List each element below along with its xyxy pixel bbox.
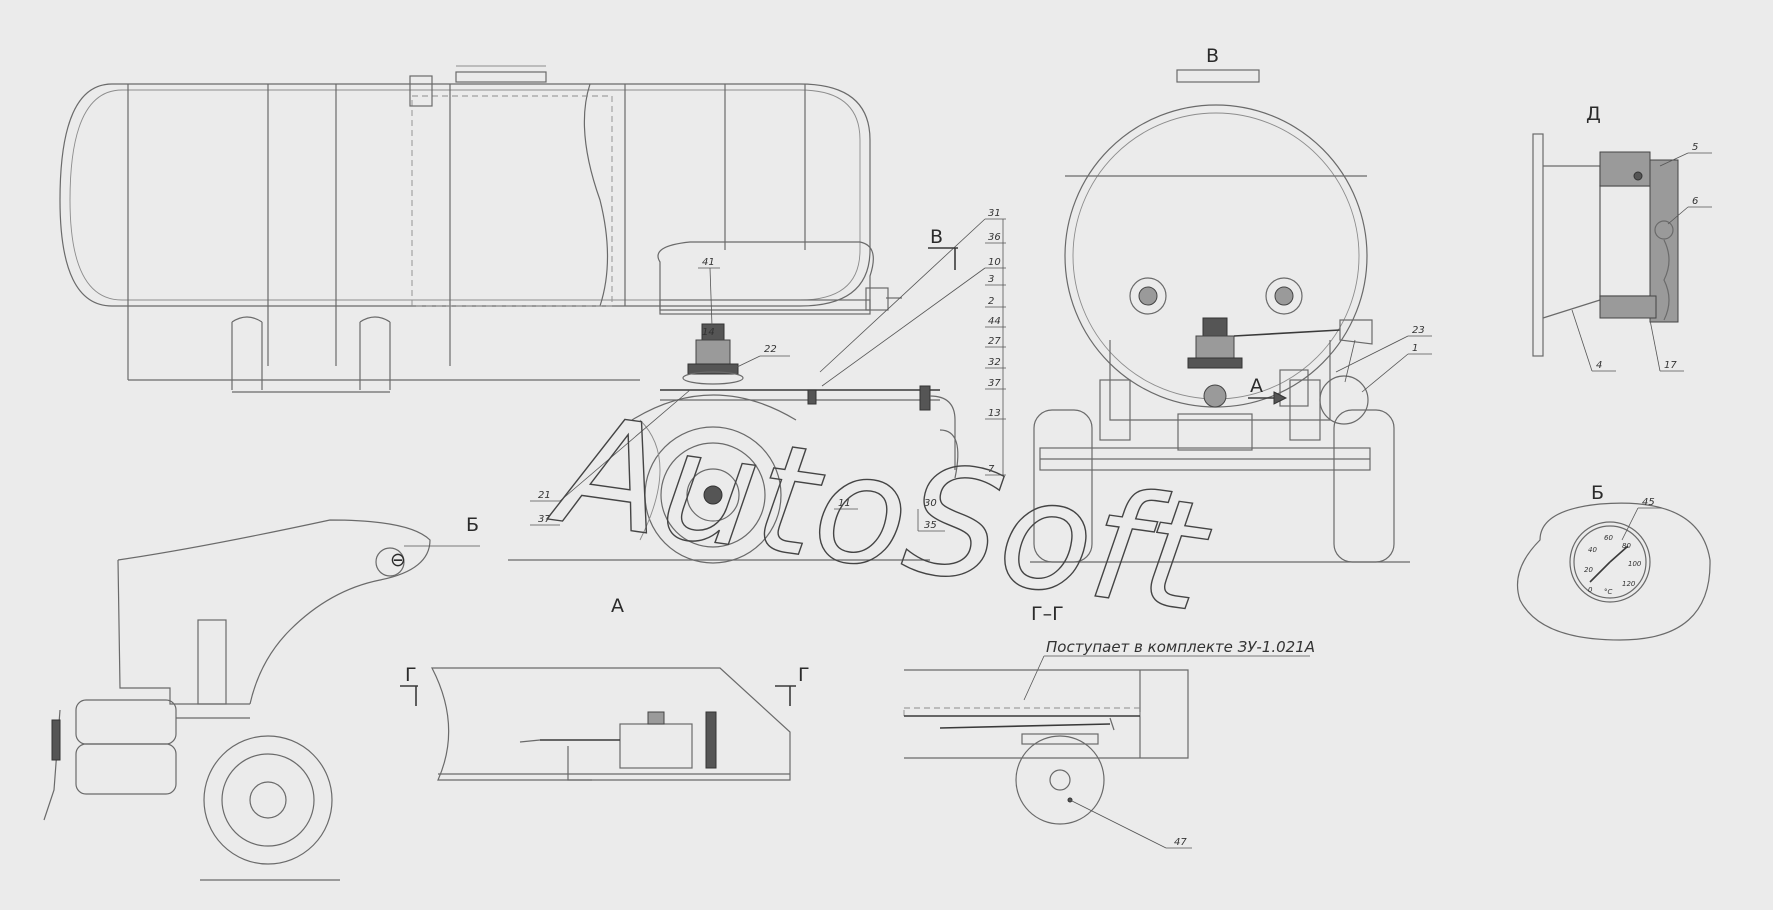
section-label-gg: Г–Г xyxy=(1031,603,1064,625)
view-v-arrow: В xyxy=(928,226,958,270)
gauge-tick-20: 20 xyxy=(1584,566,1593,574)
callout-3: 3 xyxy=(988,274,994,285)
gauge-tick-60: 60 xyxy=(1604,534,1613,542)
callout-6: 6 xyxy=(1692,196,1698,207)
section-mark-g-right: Г xyxy=(798,664,810,686)
callout-1: 1 xyxy=(1412,343,1418,354)
callout-37: 37 xyxy=(988,378,1001,389)
valve-assembly-side xyxy=(682,323,744,385)
callout-35: 35 xyxy=(924,520,937,531)
section-gg: Г–Г Поступает в комплекте ЗУ-1.021А 47 xyxy=(903,603,1315,849)
view-label-a-arrow: А xyxy=(1250,375,1263,397)
callout-45: 45 xyxy=(1642,497,1655,508)
view-label-b: Б xyxy=(1591,482,1604,504)
callout-30: 30 xyxy=(924,498,937,509)
callout-31: 31 xyxy=(988,208,1001,219)
rear-detail-view: ⊖ Б xyxy=(43,514,480,881)
callout-44: 44 xyxy=(988,316,1001,327)
detail-b-gauge: Б 0 20 40 60 80 100 120 °C 45 xyxy=(1516,482,1711,641)
gauge-tick-0: 0 xyxy=(1588,586,1593,594)
front-view-tank: В А 23 xyxy=(1030,45,1432,563)
callout-37b: 37 xyxy=(538,514,551,525)
callout-10: 10 xyxy=(988,257,1001,268)
gauge-unit: °C xyxy=(1604,588,1613,596)
view-label-v-arrow: В xyxy=(930,226,943,248)
callout-4: 4 xyxy=(1596,360,1602,371)
callout-11: 11 xyxy=(838,498,851,509)
callout-27: 27 xyxy=(988,336,1001,347)
callout-41: 41 xyxy=(702,257,715,268)
supply-note: Поступает в комплекте ЗУ-1.021А xyxy=(1046,638,1315,656)
callout-5: 5 xyxy=(1692,142,1698,153)
callout-14: 14 xyxy=(702,327,715,338)
callout-47: 47 xyxy=(1174,837,1187,848)
gauge-tick-120: 120 xyxy=(1622,580,1636,588)
callout-23: 23 xyxy=(1412,325,1425,336)
gauge-tick-40: 40 xyxy=(1588,546,1597,554)
watermark: AutoSoft xyxy=(542,382,1220,646)
view-a: А Г Г xyxy=(400,595,810,781)
wheel-side xyxy=(631,394,797,564)
view-label-a: А xyxy=(611,595,624,617)
callout-2: 2 xyxy=(988,296,994,307)
callout-36: 36 xyxy=(988,232,1001,243)
callout-13: 13 xyxy=(988,408,1001,419)
callouts-side-view: 31 36 10 3 2 44 27 32 37 13 7 41 14 22 2… xyxy=(530,208,1006,532)
callout-21: 21 xyxy=(538,490,551,501)
view-label-d: Д xyxy=(1586,103,1601,125)
detail-d: Д 5 6 4 17 xyxy=(1532,103,1712,372)
callout-7: 7 xyxy=(988,464,995,475)
view-label-v: В xyxy=(1206,45,1219,67)
gauge-tick-100: 100 xyxy=(1628,560,1642,568)
callout-17: 17 xyxy=(1664,360,1677,371)
b-marker-symbol: ⊖ xyxy=(390,549,406,571)
section-mark-g-left: Г xyxy=(405,664,417,686)
callout-22: 22 xyxy=(764,344,777,355)
callout-32: 32 xyxy=(988,357,1001,368)
side-view-tank xyxy=(59,65,959,564)
view-label-b-marker: Б xyxy=(466,514,479,536)
gauge-tick-80: 80 xyxy=(1622,542,1631,550)
